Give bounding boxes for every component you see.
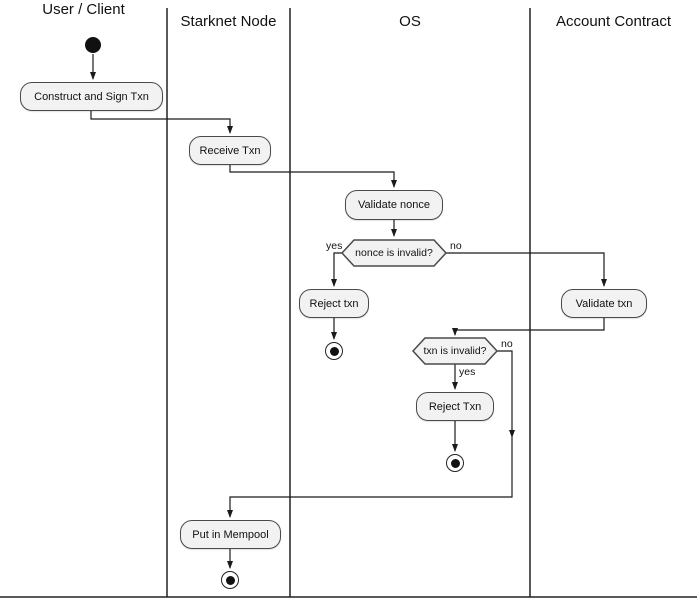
branch-label-nonce-no: no xyxy=(450,240,462,252)
initial-node xyxy=(85,37,101,53)
edge-nonce-yes-to-reject xyxy=(331,252,342,287)
activity-construct-sign-txn: Construct and Sign Txn xyxy=(20,82,163,111)
final-node-dot xyxy=(225,575,235,585)
edge-validate-txn-to-decision xyxy=(452,318,605,336)
final-node-mempool xyxy=(221,571,239,589)
edge-txn-no-to-mempool xyxy=(227,437,513,518)
txn-decision-shape xyxy=(411,337,499,365)
lane-title-user-client: User / Client xyxy=(42,1,125,18)
edge-nonce-no-to-validate-txn xyxy=(446,252,607,287)
lane-title-os: OS xyxy=(399,13,421,30)
edge-construct-to-receive xyxy=(90,111,233,134)
activity-validate-nonce: Validate nonce xyxy=(345,190,443,220)
edge-receive-to-validate-nonce xyxy=(229,165,397,188)
final-node-reject-nonce xyxy=(325,342,343,360)
final-node-dot xyxy=(329,346,339,356)
final-node-dot xyxy=(450,458,460,468)
activity-receive-txn: Receive Txn xyxy=(189,136,271,165)
activity-reject-txn-node: Reject txn xyxy=(299,289,369,318)
activity-reject-txn-os: Reject Txn xyxy=(416,392,494,421)
nonce-decision-shape xyxy=(340,239,448,267)
final-node-reject-txn xyxy=(446,454,464,472)
edge-txn-no-segment-1 xyxy=(497,350,515,438)
branch-label-txn-no: no xyxy=(501,338,513,350)
branch-label-txn-yes: yes xyxy=(459,366,476,378)
lane-title-account-contract: Account Contract xyxy=(555,13,672,30)
activity-put-in-mempool: Put in Mempool xyxy=(180,520,281,549)
activity-validate-txn: Validate txn xyxy=(561,289,647,318)
lane-title-starknet-node: Starknet Node xyxy=(180,13,277,30)
branch-label-nonce-yes: yes xyxy=(326,240,343,252)
